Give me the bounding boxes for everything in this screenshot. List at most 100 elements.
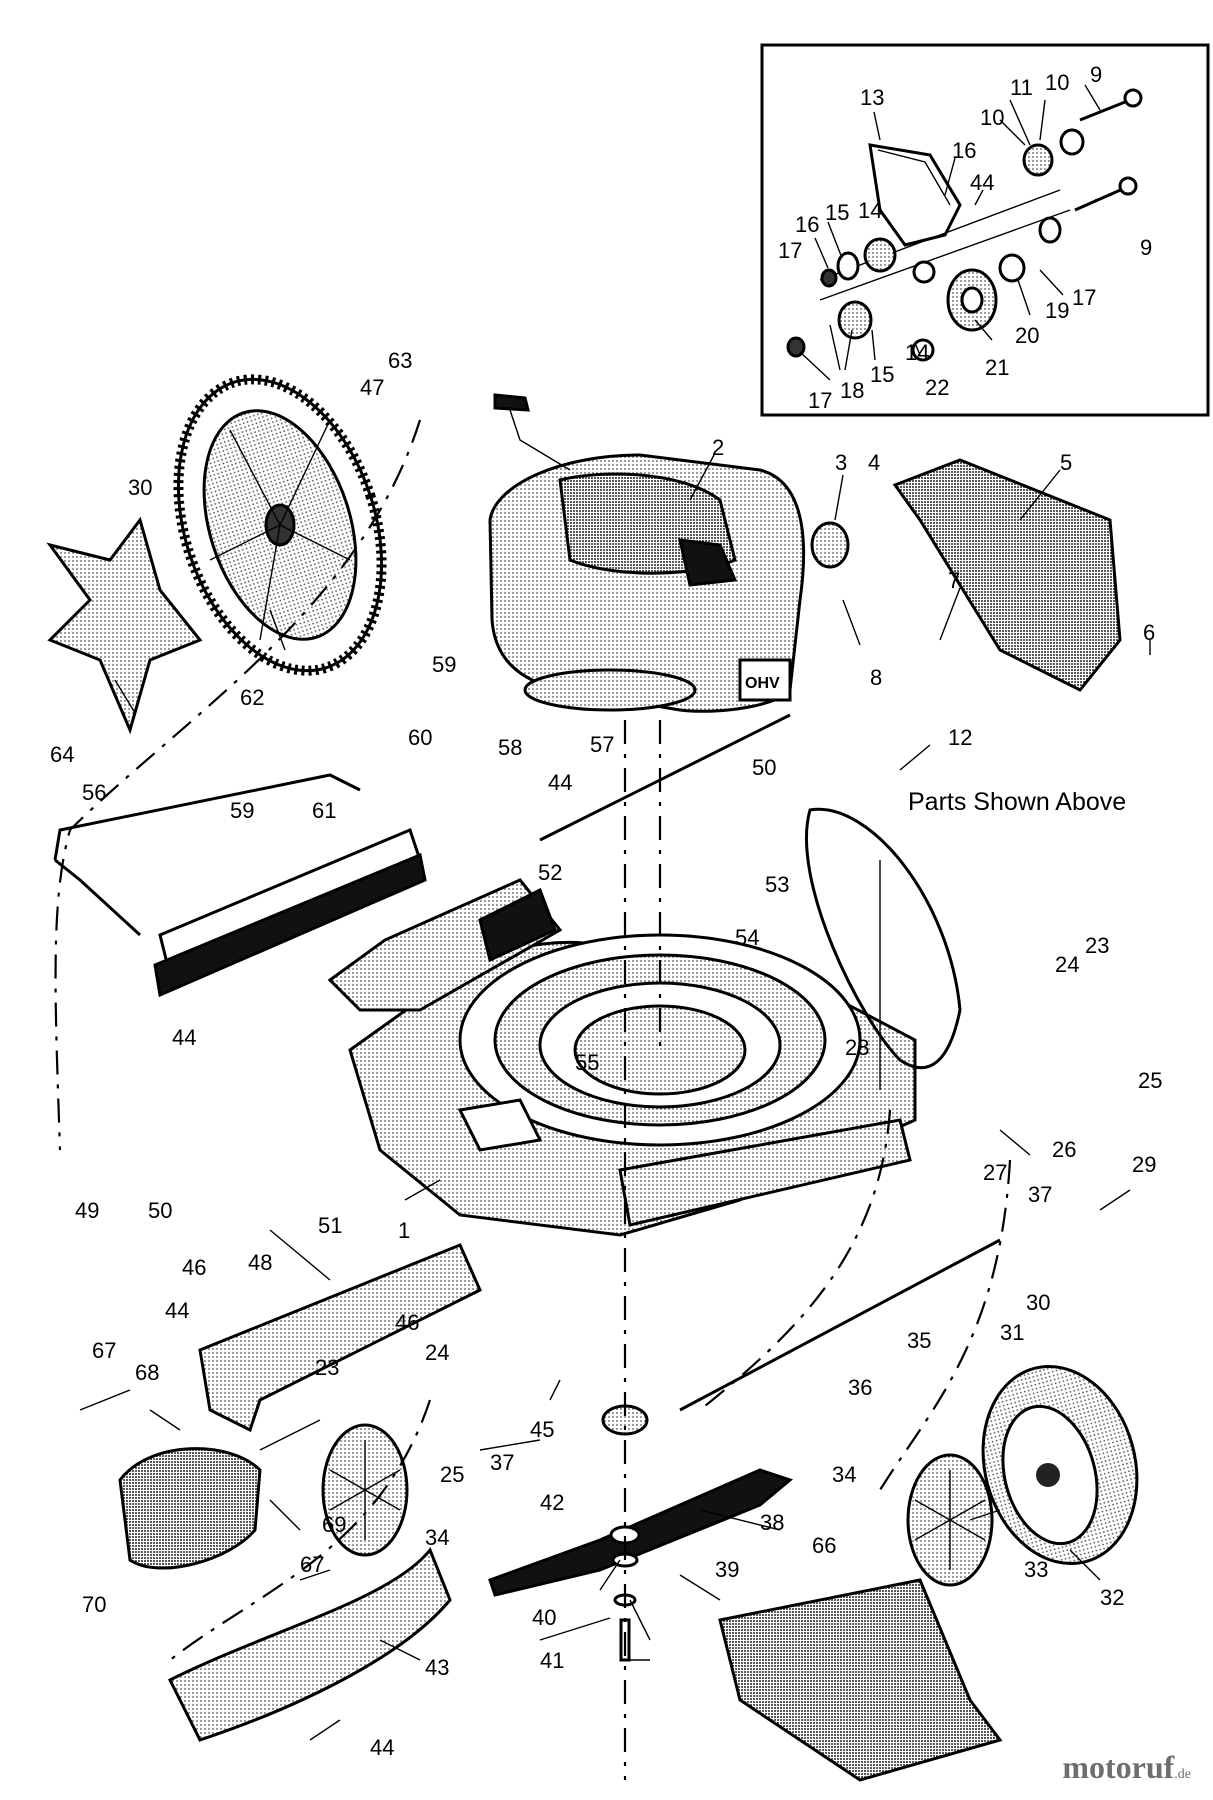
callout-18: 18 xyxy=(840,378,864,403)
callout-35: 35 xyxy=(907,1328,931,1353)
callout-6: 6 xyxy=(1143,620,1155,645)
callout-32: 32 xyxy=(1100,1585,1124,1610)
callout-10: 10 xyxy=(980,105,1004,130)
callout-42: 42 xyxy=(540,1490,564,1515)
callout-24: 24 xyxy=(1055,952,1079,977)
callout-25: 25 xyxy=(1138,1068,1162,1093)
callout-50: 50 xyxy=(148,1198,172,1223)
callout-47: 47 xyxy=(360,375,384,400)
callout-30: 30 xyxy=(1026,1290,1050,1315)
callout-17: 17 xyxy=(1072,285,1096,310)
callout-20: 20 xyxy=(1015,323,1039,348)
callout-24: 24 xyxy=(425,1340,449,1365)
callout-57: 57 xyxy=(590,732,614,757)
assembly-guide-lines xyxy=(54,419,1012,1780)
callout-43: 43 xyxy=(425,1655,449,1680)
callout-34: 34 xyxy=(425,1525,449,1550)
callout-38: 38 xyxy=(760,1510,784,1535)
callout-59: 59 xyxy=(230,798,254,823)
callout-17: 17 xyxy=(808,388,832,413)
callout-51: 51 xyxy=(318,1213,342,1238)
rear-wheel-large xyxy=(173,374,387,676)
callout-49: 49 xyxy=(75,1198,99,1223)
watermark-name: motoruf xyxy=(1062,1749,1175,1785)
callout-44: 44 xyxy=(370,1735,394,1760)
callout-26: 26 xyxy=(1052,1137,1076,1162)
callout-23: 23 xyxy=(1085,933,1109,958)
callout-13: 13 xyxy=(860,85,884,110)
engine-badge: OHV xyxy=(745,675,780,692)
inset-clutch-bracket xyxy=(868,143,962,247)
callout-37: 37 xyxy=(1028,1182,1052,1207)
callout-30: 30 xyxy=(128,475,152,500)
inset-shaft xyxy=(819,189,1071,301)
inset-gear xyxy=(946,268,998,332)
callout-9: 9 xyxy=(1140,235,1152,260)
callout-23: 23 xyxy=(315,1355,339,1380)
callout-7: 7 xyxy=(948,568,960,593)
callout-52: 52 xyxy=(538,860,562,885)
callout-14: 14 xyxy=(858,198,882,223)
main-callouts: 2 3 4 5 6 7 8 12 Parts Shown Above 63 47… xyxy=(50,348,1162,1760)
callout-33: 33 xyxy=(1024,1557,1048,1582)
inset-callout-leaders xyxy=(799,84,1113,381)
callout-67: 67 xyxy=(300,1552,324,1577)
inset-washers xyxy=(786,128,1085,362)
callout-55: 55 xyxy=(575,1050,599,1075)
watermark-suffix: .de xyxy=(1174,1767,1191,1782)
blade xyxy=(488,1404,794,1662)
mower-deck xyxy=(348,933,917,1237)
callout-37: 37 xyxy=(490,1450,514,1475)
callout-4: 4 xyxy=(868,450,880,475)
callout-12: 12 xyxy=(948,725,972,750)
callout-34: 34 xyxy=(832,1462,856,1487)
callout-48: 48 xyxy=(248,1250,272,1275)
callout-17: 17 xyxy=(778,238,802,263)
callout-27: 27 xyxy=(983,1160,1007,1185)
engine-pulley xyxy=(810,521,850,569)
callout-46: 46 xyxy=(395,1310,419,1335)
callout-22: 22 xyxy=(925,375,949,400)
callout-leaders xyxy=(79,454,1151,1741)
callout-21: 21 xyxy=(985,355,1009,380)
engine: OHV xyxy=(488,393,806,713)
callout-5: 5 xyxy=(1060,450,1072,475)
callout-16: 16 xyxy=(795,212,819,237)
callout-9: 9 xyxy=(1090,62,1102,87)
handle xyxy=(53,773,361,937)
callout-10: 10 xyxy=(1045,70,1069,95)
callout-61: 61 xyxy=(312,798,336,823)
callout-29: 29 xyxy=(1132,1152,1156,1177)
callout-44: 44 xyxy=(548,770,572,795)
callout-19: 19 xyxy=(1045,298,1069,323)
callout-40: 40 xyxy=(532,1605,556,1630)
parts-shown-above-note: Parts Shown Above xyxy=(908,788,1126,816)
callout-15: 15 xyxy=(870,362,894,387)
callout-54: 54 xyxy=(735,925,759,950)
callout-36: 36 xyxy=(848,1375,872,1400)
callout-59: 59 xyxy=(432,652,456,677)
callout-46: 46 xyxy=(182,1255,206,1280)
callout-3: 3 xyxy=(835,450,847,475)
inset-box xyxy=(760,43,1210,417)
callout-28: 28 xyxy=(845,1035,869,1060)
callout-50: 50 xyxy=(752,755,776,780)
rear-housing xyxy=(198,1243,482,1433)
callout-31: 31 xyxy=(1000,1320,1024,1345)
callout-16: 16 xyxy=(952,138,976,163)
rear-hub-cap xyxy=(46,516,203,735)
callout-41: 41 xyxy=(540,1648,564,1673)
callout-67: 67 xyxy=(92,1338,116,1363)
wheel-cover-right xyxy=(906,1453,994,1587)
callout-69: 69 xyxy=(322,1512,346,1537)
callout-64: 64 xyxy=(50,742,74,767)
mulch-plug xyxy=(118,1447,262,1570)
watermark: motoruf.de xyxy=(1062,1749,1191,1786)
callout-56: 56 xyxy=(82,780,106,805)
callout-8: 8 xyxy=(870,665,882,690)
callout-62: 62 xyxy=(240,685,264,710)
discharge-chute xyxy=(327,878,563,1012)
callout-39: 39 xyxy=(715,1557,739,1582)
callout-44: 44 xyxy=(165,1298,189,1323)
